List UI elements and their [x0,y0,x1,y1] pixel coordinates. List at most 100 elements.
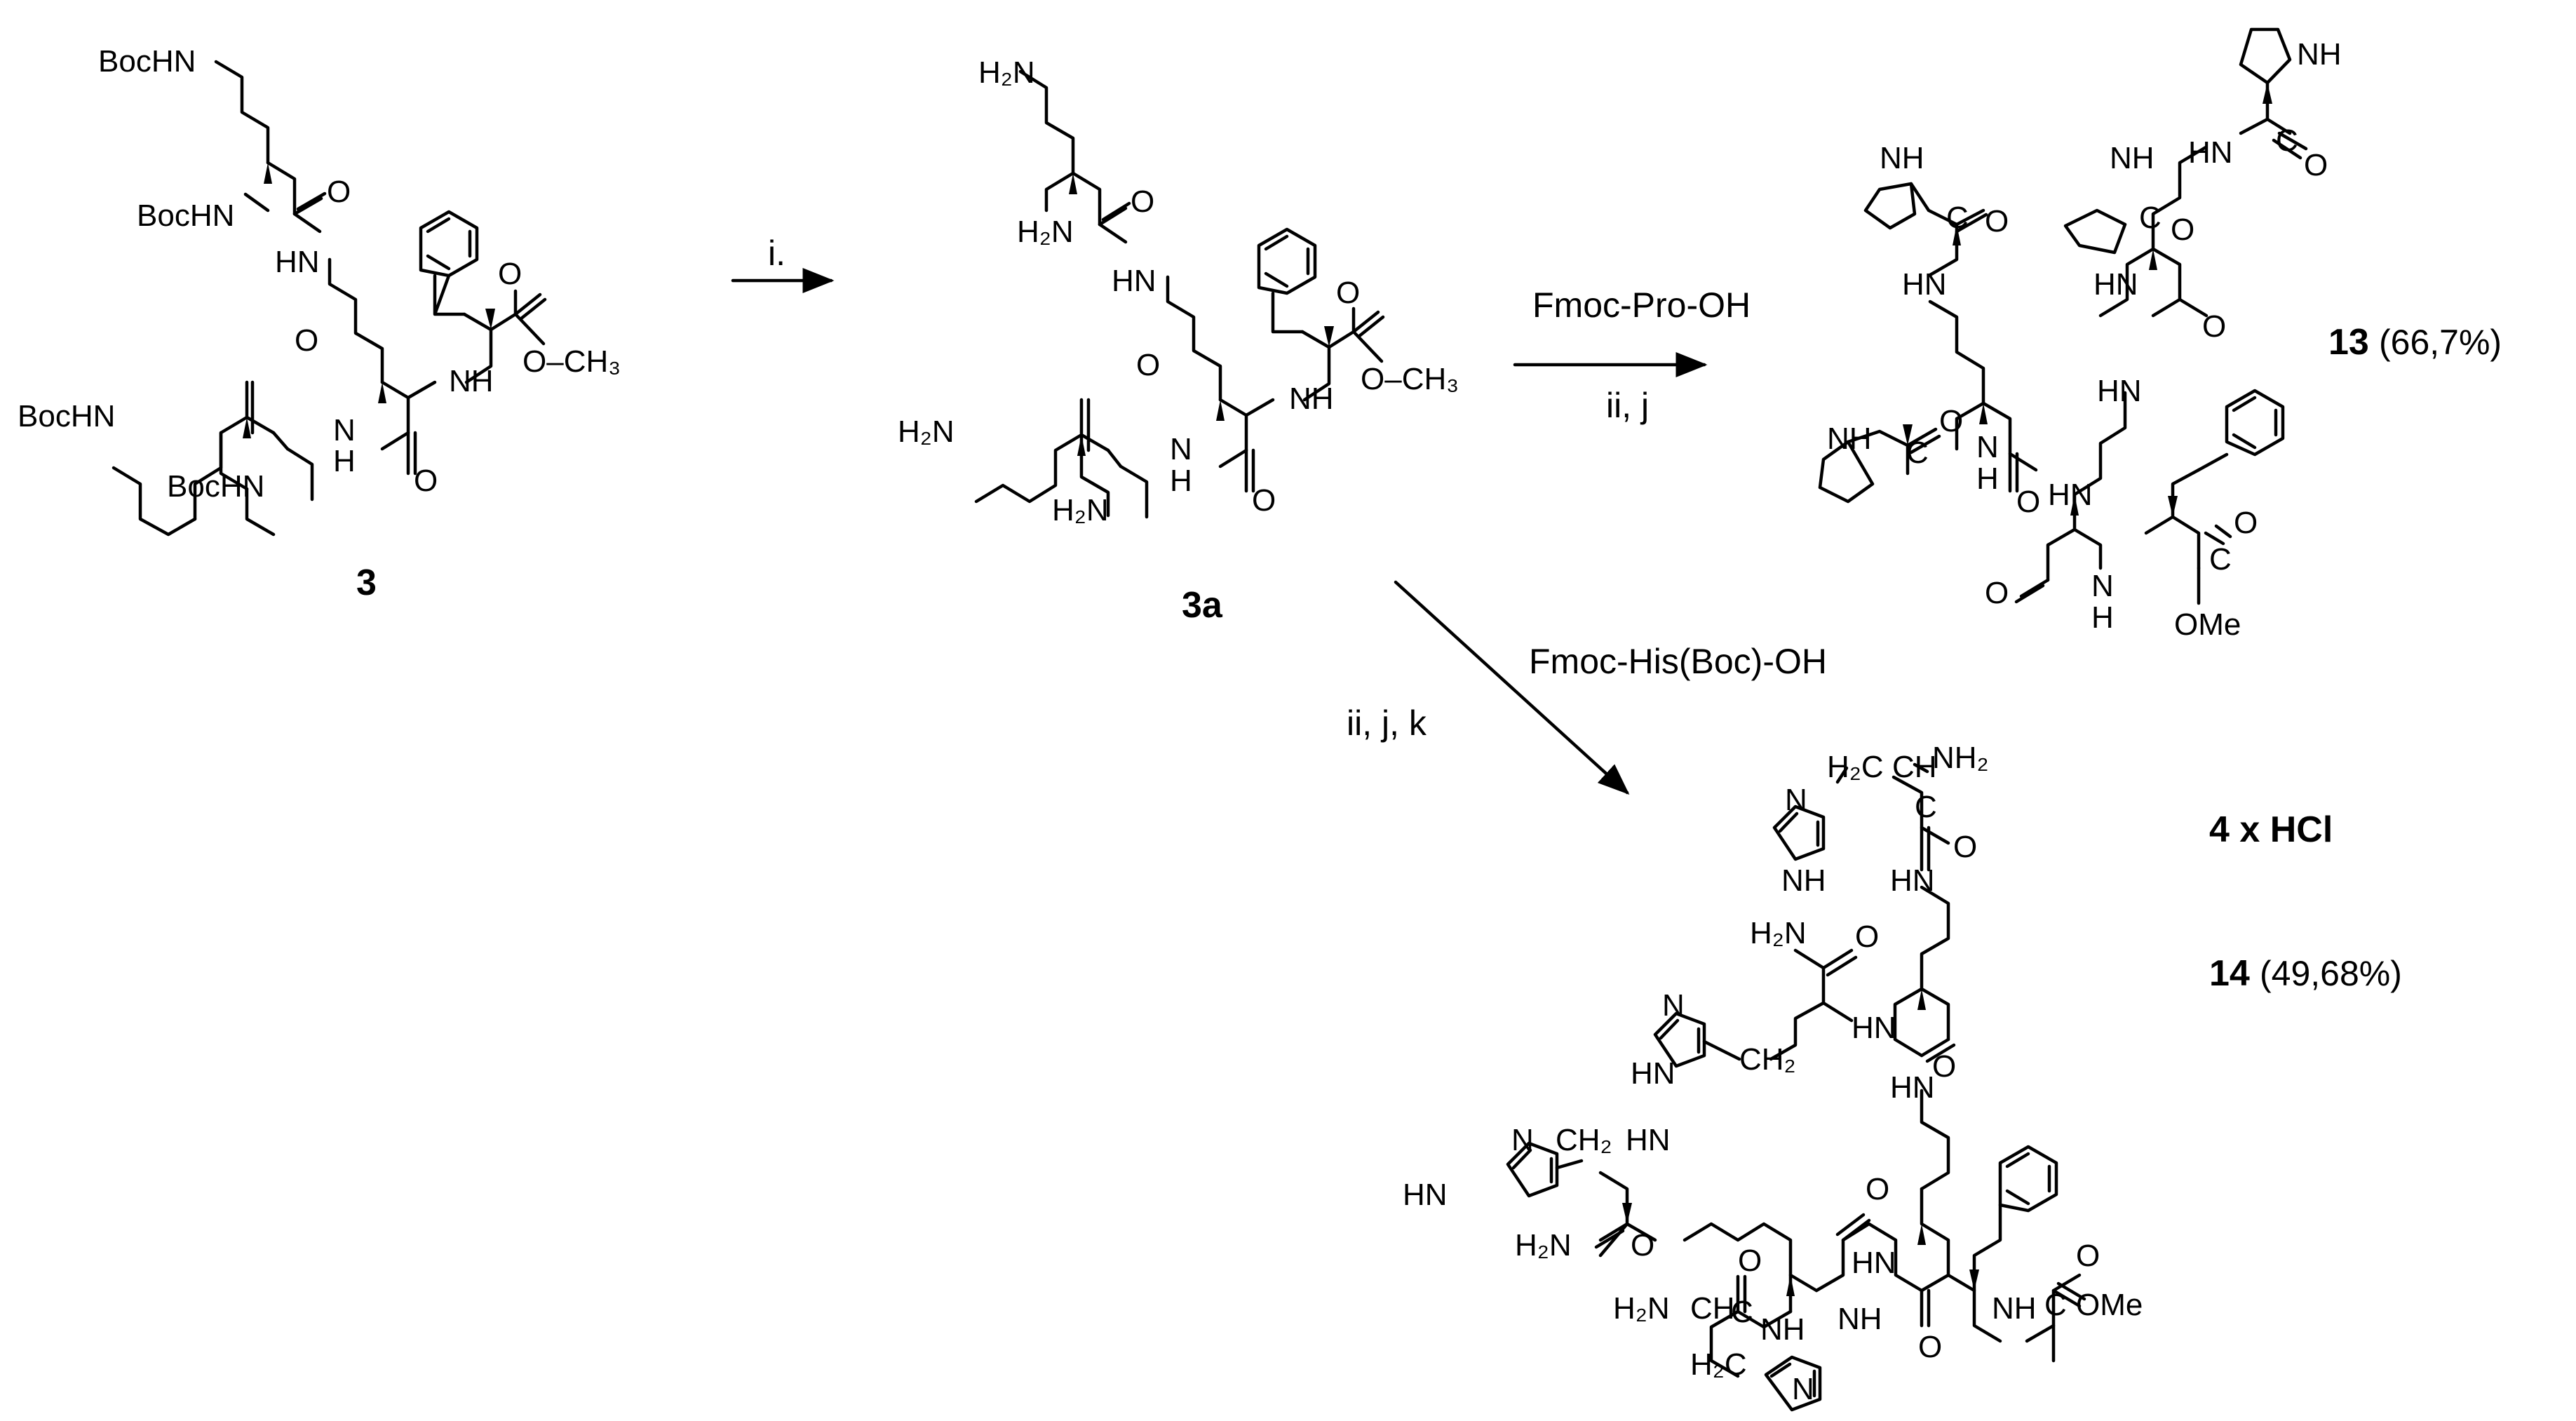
nh-label: N [333,413,356,447]
nh-label: NH [1289,382,1334,416]
hn-label: HN [2093,267,2138,302]
n-label: N [1511,1123,1534,1157]
nh-label: NH [449,364,494,398]
carbonyl-c-label: C [1915,790,1937,824]
nh-label: N [1170,432,1192,466]
oxygen-label: O [1932,1049,1956,1084]
ch2-label: CH₂ [1739,1042,1796,1077]
nh2-label: H₂N [898,415,955,449]
carbonyl-c-label: C [2044,1288,2067,1322]
oxygen-label: O [1252,483,1276,518]
o-ch3-label: O–CH₃ [1361,362,1459,396]
oxygen-label: O [498,257,522,291]
compound-13-caption: 13 (66,7%) [2328,322,2502,363]
oxygen-label: O [1985,204,2009,238]
ch-label: CH [1892,750,1937,784]
hn-label: HN [2188,135,2233,170]
compound-14-atom-labels: NH₂ H₂C CH C O N NH HN H₂N O N HN CH₂ HN… [1403,741,2143,1406]
hn-label: HN [1112,264,1156,298]
compound-13-structure [1818,27,2308,605]
h-label: H [1976,462,1999,496]
n-label: N [1662,988,1685,1023]
compound-3a-id: 3a [1182,585,1223,626]
carbonyl-c-label: C [2139,201,2162,235]
oxygen-label: O [327,175,351,209]
ch-label: CH [1690,1291,1735,1326]
oxygen-label: O [2016,485,2040,519]
nh-label: N [1976,430,1999,464]
ome-label: OMe [2174,607,2241,642]
hn-label: HN [1403,1178,1448,1212]
oxygen-label: O [1336,276,1360,310]
boc-nh-label: BocHN [137,198,234,233]
o-ch3-label: O–CH₃ [522,344,621,379]
oxygen-label: O [2171,213,2194,247]
hn-label: HN [2097,374,2142,408]
nh-label: N [2091,569,2114,603]
nh-label: NH [1837,1302,1882,1336]
nh2-label: H₂N [1750,916,1807,950]
compound-3a-atom-labels: H₂N H₂N O HN H₂N H₂N O N H O NH O O–CH₃ [898,55,1459,527]
oxygen-label: O [295,323,318,358]
hn-label: HN [1631,1056,1675,1091]
compound-3-structure [112,60,547,537]
nh2-label: H₂N [1052,493,1109,527]
step-ii-j-k-label: ii, j, k [1347,703,1427,743]
oxygen-label: O [2234,506,2258,540]
hn-label: HN [1890,1070,1935,1105]
nh-label: NH [1781,863,1826,898]
nh2-label: NH₂ [1932,741,1989,775]
oxygen-label: O [2076,1239,2100,1273]
oxygen-label: O [1631,1228,1654,1262]
oxygen-label: O [1985,576,2009,610]
carbonyl-c-label: C [2276,123,2298,158]
oxygen-label: O [1939,404,1963,438]
hn-label: HN [1626,1123,1671,1157]
nh2-label: H₂N [1017,215,1074,249]
reagent-fmoc-pro-label: Fmoc-Pro-OH [1532,285,1751,325]
compound-14-caption: 4 x HCl 14 (49,68%) [2209,809,2402,994]
reaction-arrow-his [1394,580,1630,795]
compound-3-id: 3 [356,563,377,603]
h2c-label: H₂C [1690,1347,1747,1382]
nh2-label: H₂N [1613,1291,1670,1326]
reagent-fmoc-his-label: Fmoc-His(Boc)-OH [1529,642,1827,681]
compound-13-id: 13 [2328,322,2369,363]
n-label: N [1785,783,1807,817]
hn-label: HN [1852,1011,1896,1045]
hn-label: HN [1890,863,1935,898]
nh-label: NH [1760,1312,1805,1347]
nh-label: NH [2110,141,2154,175]
h-label: H [1170,464,1192,498]
n-label: N [1792,1372,1814,1406]
compound-14-structure [1506,762,2086,1412]
ch2-label: CH₂ [1556,1123,1612,1157]
compound-14-id: 14 [2209,953,2250,994]
nh-label: NH [1880,141,1924,175]
oxygen-label: O [1855,920,1879,954]
carbonyl-c-label: C [2209,542,2232,577]
nh-label: NH [1827,422,1872,456]
h-label: H [2091,600,2114,635]
nh-label: HN [1852,1246,1896,1280]
oxygen-label: O [2202,309,2226,344]
step-ii-j-label: ii, j [1606,386,1649,425]
step-i-label: i. [768,234,785,273]
compound-14-salt: 4 x HCl [2209,809,2333,850]
compound-3-atom-labels: BocHN BocHN O HN BocHN BocHN O N H O NH … [18,44,621,504]
oxygen-label: O [414,464,438,498]
carbonyl-c-label: C [1731,1295,1753,1329]
hn-label: HN [2048,478,2093,512]
h2c-label: H₂C [1827,750,1884,784]
oxygen-label: O [1738,1244,1762,1278]
oxygen-label: O [1918,1330,1942,1364]
hn-label: HN [275,245,320,279]
carbonyl-c-label: C [1906,436,1929,470]
nh2-label: H₂N [1515,1228,1572,1262]
compound-13-atom-labels: NH C O HN NH C O HN O NH C O HN C O NH N… [1827,37,2342,642]
hn-label: HN [1902,267,1947,302]
h-label: H [333,444,356,478]
compound-13-yield: (66,7%) [2379,323,2502,362]
oxygen-label: O [1131,184,1154,219]
